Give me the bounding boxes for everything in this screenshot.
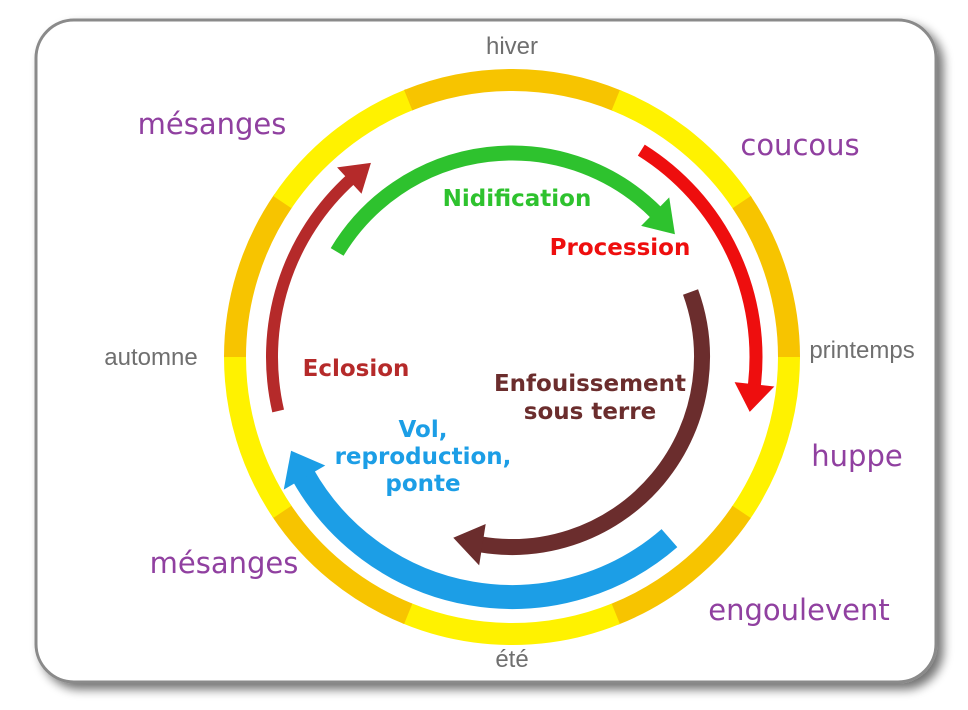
bird-label-right: huppe — [811, 439, 902, 473]
phase-label-vol-line1: Vol, — [399, 417, 448, 443]
procession-arrowhead — [734, 382, 775, 412]
phase-label-enfouissement-line1: Enfouissement — [494, 371, 686, 397]
season-ring-segment — [404, 69, 622, 112]
cycle-arrows — [266, 144, 775, 609]
nidification-arc — [330, 145, 663, 256]
phase-label-nidification: Nidification — [443, 186, 592, 212]
eclosion-arrowhead — [337, 162, 371, 194]
nidification-arrowhead — [641, 197, 675, 235]
phase-label-enfouissement-line2: sous terre — [524, 399, 656, 425]
procession-arc — [637, 144, 763, 389]
season-ring-segment — [404, 89, 415, 111]
season-label-summer: été — [495, 646, 528, 673]
card-frame — [34, 18, 938, 684]
season-ring-segment — [273, 89, 415, 209]
phase-label-eclosion: Eclosion — [303, 356, 410, 382]
enfouissement-arc — [478, 289, 710, 555]
bird-label-bottom-left: mésanges — [150, 546, 299, 580]
bird-label-top-right: coucous — [740, 128, 859, 162]
enfouissement-arrowhead — [453, 523, 486, 566]
vol-arrowhead — [283, 450, 326, 490]
vol-arc — [292, 468, 678, 609]
eclosion-arc — [266, 173, 356, 413]
season-ring-segment — [224, 194, 293, 358]
season-ring — [224, 69, 800, 645]
season-label-spring: printemps — [809, 337, 914, 364]
season-label-autumn: automne — [104, 344, 197, 371]
phase-label-vol-line3: ponte — [385, 471, 460, 497]
bird-label-top-left: mésanges — [138, 107, 287, 141]
phase-label-procession: Procession — [550, 235, 691, 261]
season-ring-segment — [224, 354, 292, 519]
bird-label-bottom-right: engoulevent — [708, 593, 889, 627]
season-ring-segment — [402, 602, 620, 645]
season-ring-segment — [611, 89, 752, 210]
season-ring-segment — [731, 356, 800, 520]
season-ring-segment — [272, 504, 413, 625]
phase-label-vol-line2: reproduction, — [335, 444, 512, 470]
season-ring-segment — [732, 195, 800, 360]
season-ring-segment — [609, 505, 751, 625]
season-label-winter: hiver — [486, 33, 538, 60]
